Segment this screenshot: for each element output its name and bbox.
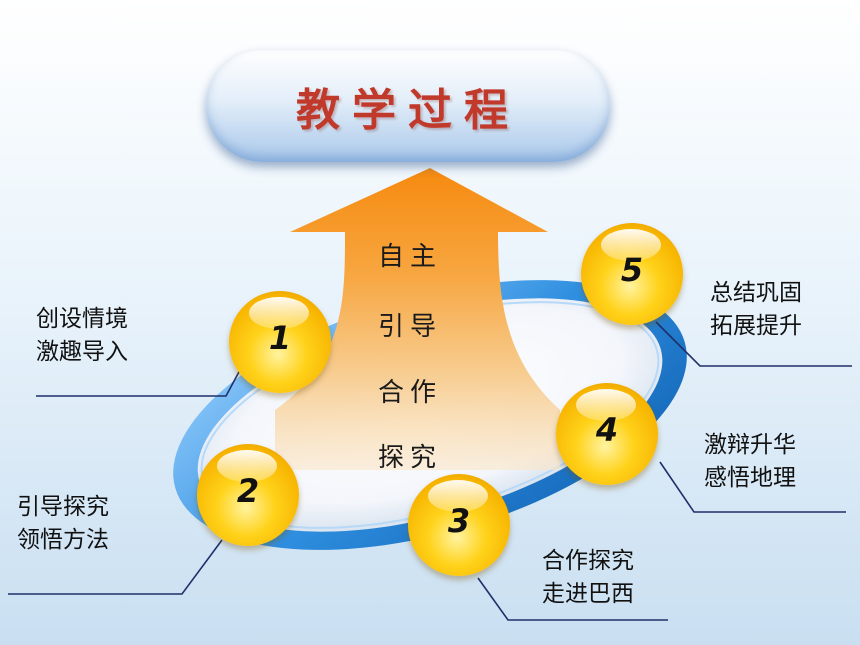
step-label-1: 创设情境 激趣导入	[36, 303, 128, 369]
center-text-3: 合作	[377, 378, 442, 408]
step-ball-5: 5	[581, 223, 683, 325]
step-label-3-line-2: 走进巴西	[542, 581, 634, 607]
connector-line-3	[477, 577, 668, 621]
connector-line-4	[659, 461, 846, 513]
center-text-1: 自主	[377, 242, 442, 272]
diagram-title: 教学过程	[296, 85, 520, 136]
center-text-4: 探究	[377, 443, 442, 473]
step-number-3: 3	[447, 502, 471, 540]
step-label-3: 合作探究 走进巴西	[542, 545, 634, 611]
step-label-4-line-2: 感悟地理	[704, 465, 796, 491]
step-label-5-line-1: 总结巩固	[710, 280, 802, 306]
step-label-5: 总结巩固 拓展提升	[710, 277, 802, 343]
connector-line-5	[655, 321, 852, 367]
connector-line-2	[8, 539, 223, 595]
step-number-5: 5	[620, 251, 644, 289]
step-number-1: 1	[268, 319, 292, 357]
center-text-2: 引导	[377, 312, 442, 342]
step-ball-2: 2	[197, 444, 299, 546]
connector-line-1	[36, 369, 241, 397]
step-label-5-line-2: 拓展提升	[710, 313, 802, 339]
step-number-2: 2	[236, 472, 260, 510]
step-ball-3: 3	[408, 474, 510, 576]
upward-arrow	[275, 168, 560, 470]
step-label-1-line-2: 激趣导入	[36, 339, 128, 365]
step-label-4: 激辩升华 感悟地理	[704, 429, 796, 495]
step-label-4-line-1: 激辩升华	[704, 432, 796, 458]
step-label-2-line-2: 领悟方法	[17, 527, 109, 553]
step-number-4: 4	[595, 411, 619, 449]
title-pill: 教学过程	[206, 50, 610, 162]
step-label-2: 引导探究 领悟方法	[17, 491, 109, 557]
step-ball-1: 1	[229, 291, 331, 393]
step-label-2-line-1: 引导探究	[17, 494, 109, 520]
step-label-3-line-1: 合作探究	[542, 548, 634, 574]
step-label-1-line-1: 创设情境	[36, 306, 128, 332]
step-ball-4: 4	[556, 383, 658, 485]
